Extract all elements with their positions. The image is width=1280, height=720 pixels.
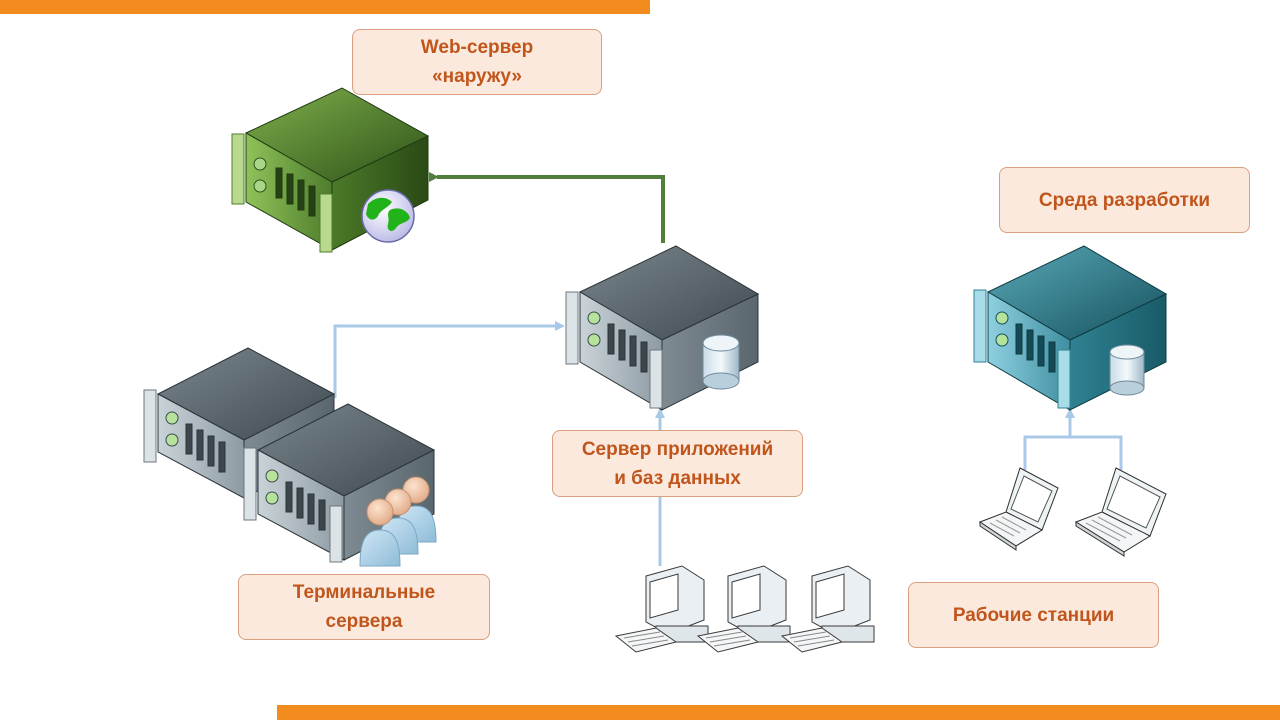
label-app-db-server-line2: и баз данных [614, 467, 741, 489]
globe-icon [361, 189, 415, 243]
laptop-icon [978, 467, 1059, 551]
database-icon [702, 334, 740, 390]
label-web-server: Web-сервер «наружу» [352, 29, 602, 95]
label-workstations: Рабочие станции [908, 582, 1159, 648]
desktop-computer-icon [614, 565, 709, 653]
label-web-server-line1: Web-сервер [420, 37, 534, 58]
link-laptops-to-dev [1023, 410, 1123, 470]
label-terminal-servers: Терминальные сервера [238, 574, 490, 640]
users-group-icon [359, 476, 437, 567]
laptop-icon [1074, 467, 1167, 557]
database-icon [1109, 344, 1145, 396]
label-app-db-server: Сервер приложений и баз данных [552, 430, 803, 497]
bottom-accent-bar [277, 705, 1280, 720]
label-web-server-line2: «наружу» [432, 66, 522, 87]
label-terminal-servers-line1: Терминальные [292, 582, 436, 603]
label-workstations-text: Рабочие станции [952, 604, 1115, 626]
label-dev-env: Среда разработки [999, 167, 1250, 233]
label-app-db-server-line1: Сервер приложений [581, 438, 774, 460]
desktop-computer-icon [780, 565, 875, 653]
link-app-to-web [429, 172, 665, 243]
link-terminal-to-app [333, 321, 565, 398]
top-accent-bar [0, 0, 650, 14]
desktop-computer-icon [696, 565, 791, 653]
label-terminal-servers-line2: сервера [325, 611, 403, 632]
label-dev-env-text: Среда разработки [1038, 189, 1211, 211]
